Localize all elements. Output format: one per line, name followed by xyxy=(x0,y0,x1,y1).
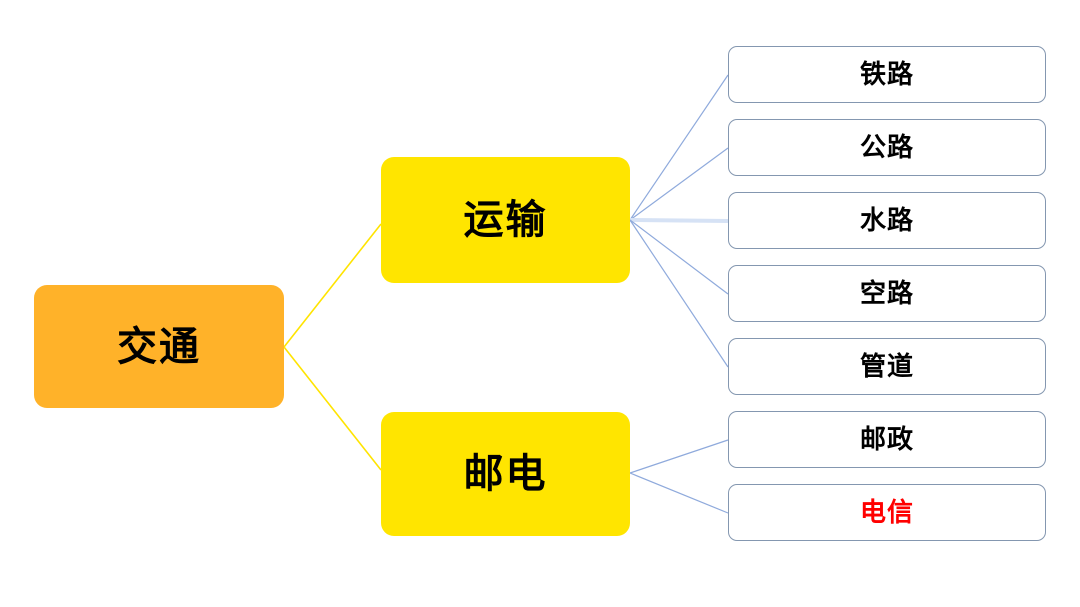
leaf-node-telecom[interactable]: 电信 xyxy=(728,484,1046,541)
connector-post-to-postal xyxy=(629,439,729,474)
branch-node-label: 运输 xyxy=(463,198,548,242)
root-node-label: 交通 xyxy=(117,324,201,369)
connector-transport-to-highway xyxy=(629,147,729,221)
leaf-node-label: 水路 xyxy=(859,205,914,236)
leaf-node-label: 邮政 xyxy=(859,424,914,455)
connector-root-to-transport xyxy=(283,223,382,348)
connector-root-to-post xyxy=(283,346,382,471)
leaf-node-label: 铁路 xyxy=(859,59,914,90)
leaf-node-label: 管道 xyxy=(859,351,914,382)
leaf-node-waterway[interactable]: 水路 xyxy=(728,192,1046,249)
branch-node-label: 邮电 xyxy=(463,452,548,496)
branch-node-transport[interactable]: 运输 xyxy=(381,157,630,283)
leaf-node-label: 空路 xyxy=(859,278,914,309)
connector-transport-to-waterway xyxy=(629,218,729,223)
connector-transport-to-pipeline xyxy=(629,219,729,368)
connector-transport-to-railway xyxy=(629,74,729,221)
leaf-node-pipeline[interactable]: 管道 xyxy=(728,338,1046,395)
connector-transport-to-airway xyxy=(629,219,729,295)
leaf-node-railway[interactable]: 铁路 xyxy=(728,46,1046,103)
connector-post-to-telecom xyxy=(629,472,729,514)
leaf-node-airway[interactable]: 空路 xyxy=(728,265,1046,322)
leaf-node-postal[interactable]: 邮政 xyxy=(728,411,1046,468)
leaf-node-label: 电信 xyxy=(859,497,914,528)
leaf-node-label: 公路 xyxy=(859,132,914,163)
branch-node-post-telecom[interactable]: 邮电 xyxy=(381,412,630,536)
leaf-node-highway[interactable]: 公路 xyxy=(728,119,1046,176)
root-node-transport[interactable]: 交通 xyxy=(34,285,284,408)
